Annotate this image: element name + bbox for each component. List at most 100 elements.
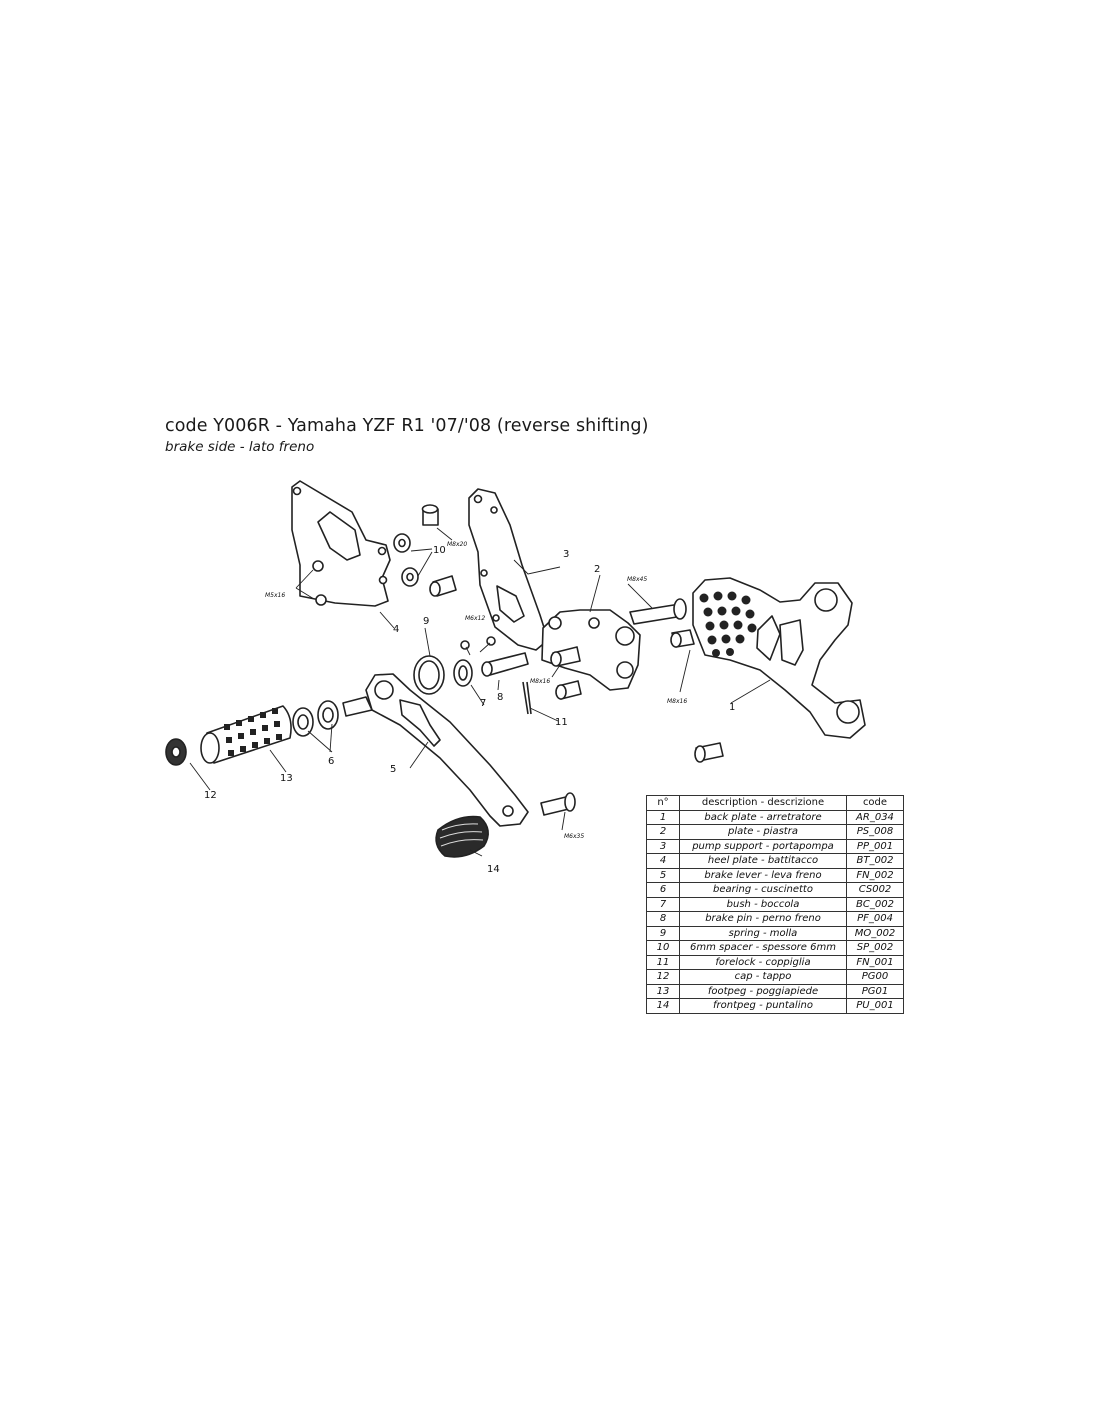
callout-4: 4 xyxy=(393,624,399,635)
row-description: footpeg - poggiapiede xyxy=(679,983,847,999)
row-number: 13 xyxy=(646,983,680,999)
row-number: 10 xyxy=(646,940,680,956)
callout-numbers: 1 2 3 4 5 6 7 8 9 10 11 12 13 14 xyxy=(204,545,735,875)
row-code: PG01 xyxy=(846,983,904,999)
part-pump-support xyxy=(468,488,549,651)
spec-m6x12: M6x12 xyxy=(465,615,485,622)
row-code: CS002 xyxy=(846,882,904,898)
spec-m6x35: M6x35 xyxy=(564,833,584,840)
callout-13: 13 xyxy=(280,773,293,784)
part-frontpeg xyxy=(435,815,489,858)
row-description: brake lever - leva freno xyxy=(679,867,847,883)
callout-12: 12 xyxy=(204,790,217,801)
row-code: PS_008 xyxy=(846,824,904,840)
row-description: brake pin - perno freno xyxy=(679,911,847,927)
row-code: SP_002 xyxy=(846,940,904,956)
row-description: pump support - portapompa xyxy=(679,838,847,854)
part-brake-pin xyxy=(481,652,529,677)
callout-5: 5 xyxy=(390,764,396,775)
callout-3: 3 xyxy=(563,549,569,560)
part-forelock xyxy=(522,681,532,715)
row-code: BC_002 xyxy=(846,896,904,912)
bolts xyxy=(312,504,724,816)
diagram-title: code Y006R - Yamaha YZF R1 '07/'08 (reve… xyxy=(165,416,649,436)
row-number: 6 xyxy=(646,882,680,898)
row-description: heel plate - battitacco xyxy=(679,853,847,869)
part-bearings xyxy=(292,700,339,737)
parts-table-header: n° description - descrizione code xyxy=(646,795,904,811)
spec-m8x20: M8x20 xyxy=(447,541,467,548)
part-footpeg xyxy=(200,705,292,764)
part-brake-lever xyxy=(342,673,529,827)
part-back-plate xyxy=(692,577,866,739)
row-description: back plate - arretratore xyxy=(679,809,847,825)
row-number: 11 xyxy=(646,954,680,970)
row-description: bearing - cuscinetto xyxy=(679,882,847,898)
spec-m8x16-a: M8x16 xyxy=(530,678,550,685)
row-number: 9 xyxy=(646,925,680,941)
bolt-specs: M5x16 M8x20 M6x12 M8x16 M8x45 M8x16 M6x3… xyxy=(265,541,687,840)
row-number: 2 xyxy=(646,824,680,840)
header-description: description - descrizione xyxy=(679,795,847,811)
callout-11: 11 xyxy=(555,717,568,728)
row-description: spring - molla xyxy=(679,925,847,941)
row-description: forelock - coppiglia xyxy=(679,954,847,970)
callout-10: 10 xyxy=(433,545,446,556)
row-description: 6mm spacer - spessore 6mm xyxy=(679,940,847,956)
callout-2: 2 xyxy=(594,564,600,575)
diagram-subtitle: brake side - lato freno xyxy=(165,439,315,455)
row-number: 1 xyxy=(646,809,680,825)
row-code: PF_004 xyxy=(846,911,904,927)
row-description: plate - piastra xyxy=(679,824,847,840)
row-code: PU_001 xyxy=(846,998,904,1014)
row-code: BT_002 xyxy=(846,853,904,869)
header-number: n° xyxy=(646,795,680,811)
row-number: 8 xyxy=(646,911,680,927)
row-code: PG00 xyxy=(846,969,904,985)
part-spacers xyxy=(393,533,419,587)
callout-1: 1 xyxy=(729,702,735,713)
row-code: MO_002 xyxy=(846,925,904,941)
spec-m5x16: M5x16 xyxy=(265,592,285,599)
part-bush xyxy=(453,659,473,687)
row-description: frontpeg - puntalino xyxy=(679,998,847,1014)
row-description: bush - boccola xyxy=(679,896,847,912)
callout-8: 8 xyxy=(497,692,503,703)
spec-m8x16-b: M8x16 xyxy=(667,698,687,705)
part-cap xyxy=(165,738,187,766)
spec-m8x45: M8x45 xyxy=(627,576,647,583)
callout-7: 7 xyxy=(480,698,486,709)
row-number: 14 xyxy=(646,998,680,1014)
row-number: 3 xyxy=(646,838,680,854)
row-number: 4 xyxy=(646,853,680,869)
row-number: 7 xyxy=(646,896,680,912)
callout-6: 6 xyxy=(328,756,334,767)
row-number: 5 xyxy=(646,867,680,883)
header-code: code xyxy=(846,795,904,811)
row-code: PP_001 xyxy=(846,838,904,854)
row-code: FN_002 xyxy=(846,867,904,883)
part-spring xyxy=(413,655,445,695)
callout-9: 9 xyxy=(423,616,429,627)
leader-lines xyxy=(189,527,771,857)
row-number: 12 xyxy=(646,969,680,985)
row-code: AR_034 xyxy=(846,809,904,825)
callout-14: 14 xyxy=(487,864,500,875)
part-heel-plate xyxy=(291,480,391,607)
row-description: cap - tappo xyxy=(679,969,847,985)
